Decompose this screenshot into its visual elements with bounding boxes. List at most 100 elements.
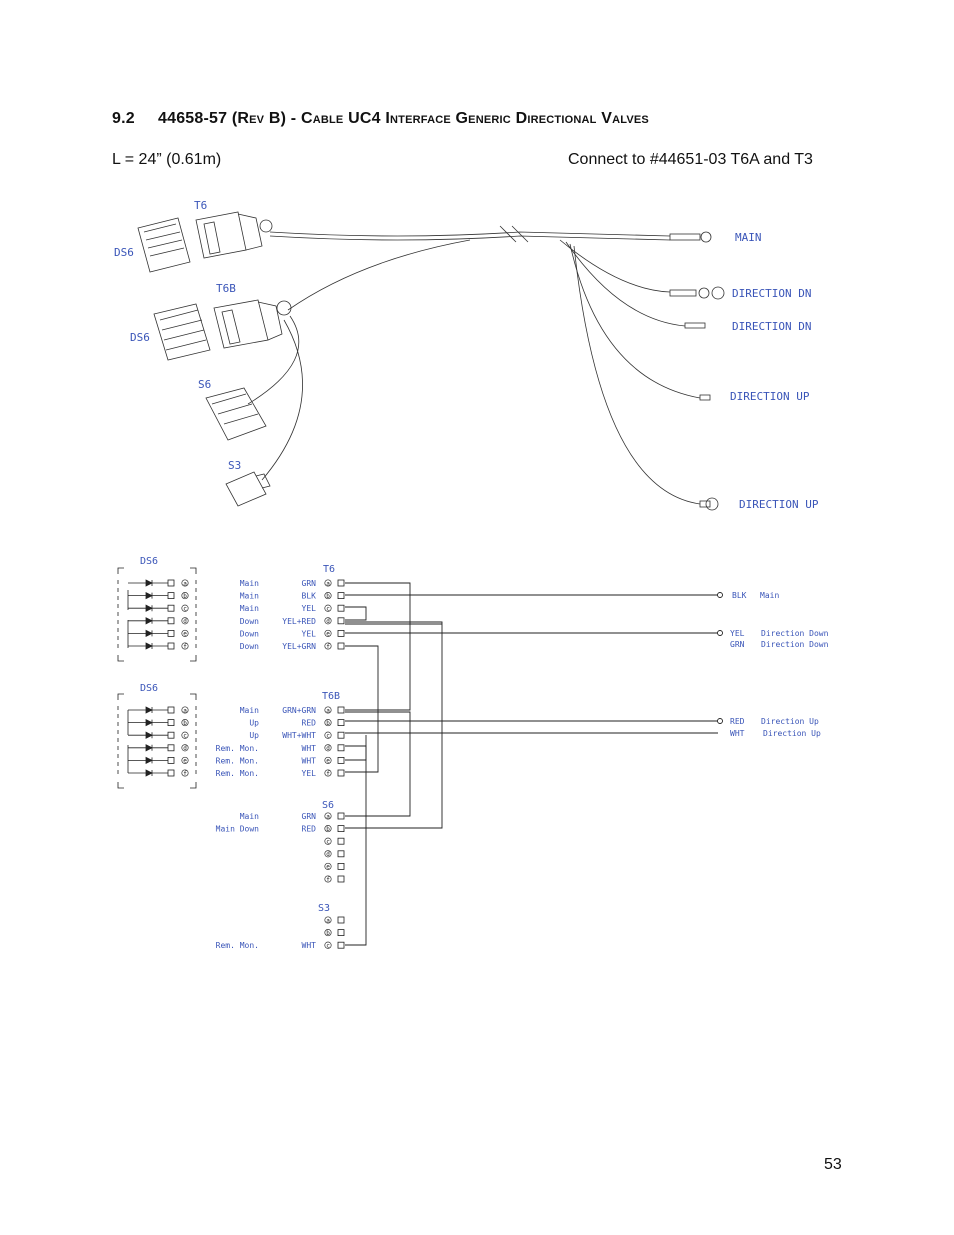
t6b-terminal-d [337,744,345,752]
t6-func-f: Down [240,642,259,651]
t6-pin-circle-c [324,604,332,612]
s6-pin-a: a [326,813,330,820]
output-desc-dir-up-1: Direction Up [761,717,819,726]
t6b-wire-d: WHT [302,744,317,753]
ds6-diode-a [145,579,153,587]
t6b-func-e: Rem. Mon. [216,756,259,765]
t6-pin-c: c [326,606,330,613]
ds6-pin-f: f [183,643,187,650]
ds6-pin-circle-c [181,731,189,739]
s3-wire-c: WHT [302,941,317,950]
ds6-pin-b: b [183,720,187,727]
s6-title: S6 [322,800,334,811]
section-number: 9.2 [112,110,135,127]
ds6-pin-d: d [183,618,187,625]
t6-pin-b: b [326,593,330,600]
ds6-terminal-d [167,744,175,752]
s6-pin-e: e [326,864,330,871]
t6-func-c: Main [240,604,259,613]
s3-connector [225,471,271,507]
output-desc-dir-down-1: Direction Down [761,629,829,638]
t6b-pin-f: f [326,770,330,777]
t6-terminal-b [337,592,345,599]
s6-pin-b: b [326,826,330,833]
t6b-connector [153,299,292,361]
t6-terminal-a [337,579,345,587]
t6-pin-circle-d [324,617,332,625]
t6-pin-a: a [326,580,330,587]
t6b-func-d: Rem. Mon. [216,744,259,753]
t6b-pin-circle-f [324,769,332,777]
ds6-terminal-a [167,579,175,587]
ds6-pin-circle-c [181,604,189,612]
s6-wire-a: GRN [302,812,317,821]
label-ds6-a: DS6 [114,246,134,259]
t6b-pin-circle-d [324,744,332,752]
t6-func-e: Down [240,629,259,638]
output-desc-main: Main [760,591,779,600]
s6-pin-circle-a [324,812,332,820]
connect-note: Connect to #44651-03 T6A and T3 [568,151,813,168]
ds6-pin-circle-f [181,769,189,777]
t6-pin-e: e [326,631,330,638]
t6b-terminal-a [337,706,345,714]
t6b-pin-e: e [326,758,330,765]
ds6-terminal-b [167,592,175,599]
s3-terminal-a [337,916,345,924]
ds6-top-block [117,567,197,662]
ds6-top-title: DS6 [140,556,158,567]
s6-pin-c: c [326,839,330,846]
t6b-pin-circle-c [324,731,332,739]
t6b-func-b: Up [249,719,259,728]
output-desc-dir-down-2: Direction Down [761,640,829,649]
t6b-terminal-c [337,731,345,739]
ds6-diode-b [145,591,153,600]
output-wire-red: RED [730,717,745,726]
output-wire-blk: BLK [732,591,747,600]
ds6-pin-circle-b [181,719,189,727]
ds6-pin-circle-d [181,744,189,752]
ds6-pin-a: a [183,707,187,714]
t6-wire-e: YEL [302,629,317,638]
ds6-pin-d: d [183,745,187,752]
label-s6: S6 [198,378,211,391]
t6-pin-circle-b [324,592,332,600]
t6-wire-b: BLK [302,592,317,601]
t6-connector [137,211,273,273]
label-t6b: T6B [216,282,236,295]
ds6-pin-circle-a [181,706,189,714]
t6b-pin-a: a [326,707,330,714]
ds6-pin-circle-f [181,642,189,650]
t6b-func-a: Main [240,706,259,715]
ds6-pin-circle-e [181,629,189,637]
label-direction-dn-1: DIRECTION DN [732,287,811,300]
t6-pin-f: f [326,643,330,650]
ds6-terminal-c [167,604,175,612]
s6-pin-d: d [326,851,330,858]
t6-terminal-d [337,617,345,625]
t6-func-a: Main [240,579,259,588]
ds6-pin-circle-e [181,756,189,764]
t6-func-d: Down [240,617,259,626]
t6-wire-f: YEL+GRN [282,642,316,651]
ds6-terminal-f [167,642,175,650]
t6b-func-c: Up [249,731,259,740]
harness-drawing [137,211,725,511]
ds6-pin-circle-b [181,592,189,600]
ds6-diode-c [145,731,153,739]
ds6-terminal-b [167,719,175,726]
ds6-diode-d [145,617,153,625]
ds6-pin-e: e [183,631,187,638]
s3-title: S3 [318,903,330,914]
t6b-pin-circle-e [324,756,332,764]
t6b-wire-b: RED [302,719,317,728]
t6-title: T6 [323,564,335,575]
s6-pin-circle-f [324,875,332,883]
ds6-diode-b [145,718,153,727]
